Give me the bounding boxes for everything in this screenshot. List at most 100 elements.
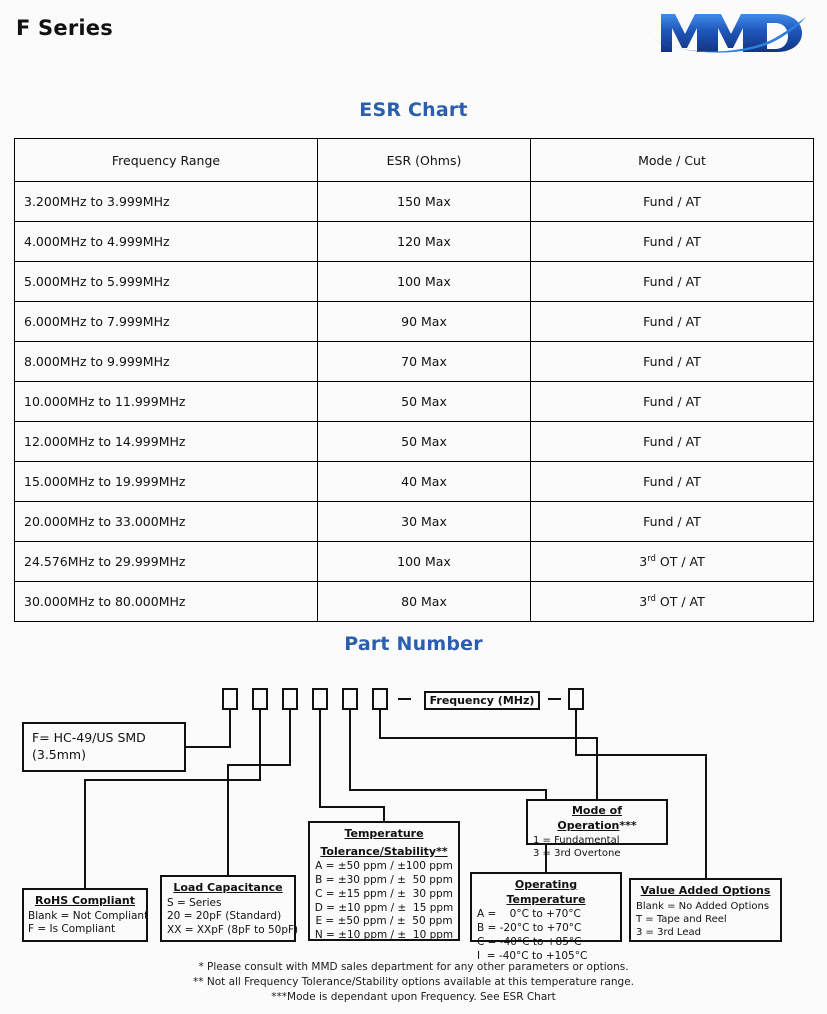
value-added-options-legend-box: Value Added Options Blank = No Added Opt…	[629, 878, 782, 942]
esr-table: Frequency Range ESR (Ohms) Mode / Cut 3.…	[14, 138, 814, 622]
table-header-row: Frequency Range ESR (Ohms) Mode / Cut	[14, 138, 814, 182]
rohs-line-1: Blank = Not Compliant	[28, 909, 149, 922]
operating-temperature-legend-box: Operating Temperature A = 0°C to +70°C B…	[470, 872, 622, 962]
cell-frequency-range: 15.000MHz to 19.999MHz	[14, 461, 318, 502]
cell-frequency-range: 6.000MHz to 7.999MHz	[14, 301, 318, 342]
load-capacitance-line-1: S = Series	[167, 896, 222, 909]
code-box-2[interactable]	[252, 688, 268, 710]
footnote-3: ***Mode is dependant upon Frequency. See…	[271, 990, 556, 1003]
temperature-header-line-1: Temperature	[314, 825, 454, 843]
cell-frequency-range: 20.000MHz to 33.000MHz	[14, 501, 318, 542]
column-header-frequency-range: Frequency Range	[14, 138, 318, 182]
package-line-2: (3.5mm)	[32, 746, 86, 762]
cell-mode-cut: Fund / AT	[530, 421, 814, 462]
operating-temperature-header: Operating Temperature	[506, 878, 586, 906]
cell-mode-cut: Fund / AT	[530, 181, 814, 222]
rohs-header: RoHS Compliant	[34, 894, 135, 907]
code-box-5[interactable]	[342, 688, 358, 710]
cell-esr-ohms: 150 Max	[317, 181, 531, 222]
esr-table-wrapper: Frequency Range ESR (Ohms) Mode / Cut 3.…	[14, 138, 814, 622]
code-box-4[interactable]	[312, 688, 328, 710]
code-box-1[interactable]	[222, 688, 238, 710]
temperature-header-1-text: Temperature	[344, 827, 424, 840]
code-box-3[interactable]	[282, 688, 298, 710]
cell-frequency-range: 4.000MHz to 4.999MHz	[14, 221, 318, 262]
value-added-options-line-2: T = Tape and Reel	[636, 913, 727, 925]
temperature-line-1: A = ±50 ppm / ±100 ppm	[315, 860, 453, 873]
cell-esr-ohms: 80 Max	[317, 581, 531, 622]
cell-frequency-range: 30.000MHz to 80.000MHz	[14, 581, 318, 622]
operating-temperature-line-1: A = 0°C to +70°C	[477, 908, 581, 921]
load-capacitance-legend-box: Load Capacitance S = Series 20 = 20pF (S…	[160, 875, 299, 942]
value-added-options-line-3: 3 = 3rd Lead	[636, 926, 701, 938]
separator-dash-1	[398, 698, 411, 700]
package-legend-box: F= HC-49/US SMD (3.5mm)	[22, 722, 186, 772]
load-capacitance-line-3: XX = XXpF (8pF to 50pF)	[167, 924, 299, 937]
connector-lines	[84, 710, 707, 888]
part-number-title: Part Number	[344, 633, 483, 655]
temperature-header-2-text: Tolerance/Stability**	[320, 844, 448, 858]
cell-mode-cut: Fund / AT	[530, 301, 814, 342]
rohs-line-2: F = Is Compliant	[28, 923, 116, 936]
cell-mode-cut: 3rd OT / AT	[530, 541, 814, 582]
column-header-mode-cut: Mode / Cut	[530, 138, 814, 182]
cell-frequency-range: 12.000MHz to 14.999MHz	[14, 421, 318, 462]
load-capacitance-header: Load Capacitance	[173, 881, 283, 894]
temperature-line-2: B = ±30 ppm / ± 50 ppm	[315, 873, 453, 886]
separator-dash-2	[548, 698, 561, 700]
mmd-logo	[652, 14, 806, 53]
cell-esr-ohms: 120 Max	[317, 221, 531, 262]
cell-frequency-range: 3.200MHz to 3.999MHz	[14, 181, 318, 222]
temperature-line-4: D = ±10 ppm / ± 15 ppm	[314, 901, 454, 914]
cell-frequency-range: 24.576MHz to 29.999MHz	[14, 541, 318, 582]
code-box-6[interactable]	[372, 688, 388, 710]
cell-esr-ohms: 90 Max	[317, 301, 531, 342]
cell-mode-cut: Fund / AT	[530, 341, 814, 382]
value-added-options-header: Value Added Options	[640, 884, 771, 897]
temperature-header-line-2: Tolerance/Stability**	[314, 843, 454, 861]
cell-frequency-range: 10.000MHz to 11.999MHz	[14, 381, 318, 422]
cell-frequency-range: 5.000MHz to 5.999MHz	[14, 261, 318, 302]
cell-esr-ohms: 100 Max	[317, 261, 531, 302]
operating-temperature-line-4: I = -40°C to +105°C	[477, 949, 588, 962]
footnotes: * Please consult with MMD sales departme…	[0, 960, 827, 1005]
value-added-options-line-1: Blank = No Added Options	[636, 900, 770, 912]
cell-mode-cut: Fund / AT	[530, 221, 814, 262]
column-header-esr-ohms: ESR (Ohms)	[317, 138, 531, 182]
mode-of-operation-header: Mode of Operation***	[533, 802, 661, 834]
code-box-7[interactable]	[568, 688, 584, 710]
mode-of-operation-line-2: 3 = 3rd Overtone	[533, 848, 621, 860]
rohs-legend-box: RoHS Compliant Blank = Not Compliant F =…	[22, 888, 148, 942]
package-line-1: F= HC-49/US SMD	[32, 730, 146, 745]
part-number-diagram: F= HC-49/US SMD (3.5mm) RoHS Compliant B…	[0, 660, 827, 1014]
footnote-2: ** Not all Frequency Tolerance/Stability…	[193, 975, 634, 988]
mode-of-operation-line-1: 1 = Fundamental	[533, 835, 620, 847]
cell-frequency-range: 8.000MHz to 9.999MHz	[14, 341, 318, 382]
cell-esr-ohms: 50 Max	[317, 381, 531, 422]
load-capacitance-line-2: 20 = 20pF (Standard)	[167, 910, 282, 923]
cell-esr-ohms: 50 Max	[317, 421, 531, 462]
ordinal-suffix: rd	[647, 593, 656, 604]
cell-mode-cut: Fund / AT	[530, 501, 814, 542]
cell-mode-cut: Fund / AT	[530, 261, 814, 302]
frequency-field-box[interactable]: Frequency (MHz)	[424, 691, 540, 710]
cell-mode-cut: 3rd OT / AT	[530, 581, 814, 622]
mode-of-operation-header-text: Mode of Operation	[557, 804, 622, 832]
cell-esr-ohms: 100 Max	[317, 541, 531, 582]
footnote-1: * Please consult with MMD sales departme…	[198, 961, 629, 973]
temperature-line-5: E = ±50 ppm / ± 50 ppm	[315, 915, 453, 928]
operating-temperature-line-2: B = -20°C to +70°C	[477, 921, 582, 934]
ordinal-suffix: rd	[647, 553, 656, 564]
cell-mode-cut: Fund / AT	[530, 381, 814, 422]
temperature-line-3: C = ±15 ppm / ± 30 ppm	[315, 887, 453, 900]
